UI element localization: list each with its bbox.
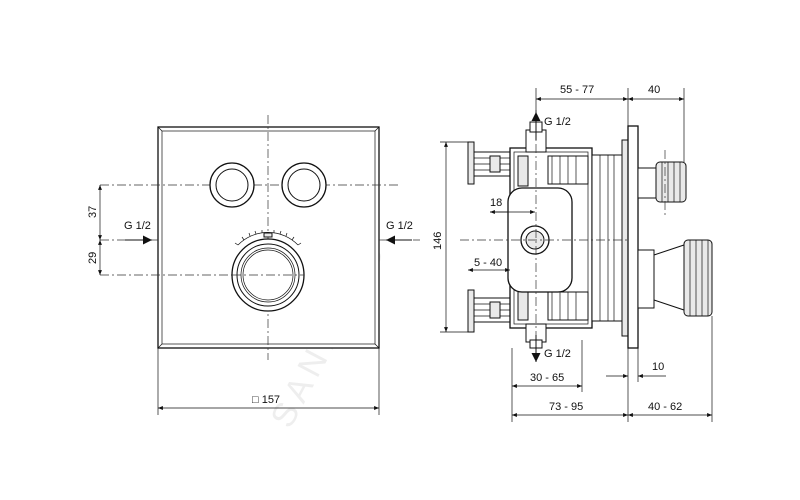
dim-55-77: 55 - 77 [560, 84, 594, 96]
push-button-left [209, 162, 255, 208]
dim-157: □ 157 [252, 394, 280, 406]
dim-73-95: 73 - 95 [549, 401, 583, 413]
dim-18: 18 [490, 197, 502, 209]
dim-37: 37 [87, 206, 99, 218]
spindle-top [655, 161, 687, 203]
side-thread-bottom: G 1/2 [544, 348, 571, 360]
wall-flange [627, 125, 639, 349]
spindle-bottom [683, 239, 713, 317]
dim-10: 10 [652, 361, 664, 373]
push-button-right [281, 162, 327, 208]
dim-40-top: 40 [648, 84, 660, 96]
dim-29: 29 [87, 252, 99, 264]
dim-146: 146 [432, 232, 444, 250]
dim-40-62: 40 - 62 [648, 401, 682, 413]
dim-30-65: 30 - 65 [530, 372, 564, 384]
dim-5-40: 5 - 40 [474, 257, 502, 269]
front-view: 37 29 G 1/2 G 1/2 □ 157 [87, 115, 420, 415]
side-thread-top: G 1/2 [544, 116, 571, 128]
front-thread-right: G 1/2 [386, 220, 413, 232]
front-thread-left: G 1/2 [124, 220, 151, 232]
side-view: G 1/2 G 1/2 146 55 - 77 40 18 5 - 40 30 … [432, 84, 713, 422]
